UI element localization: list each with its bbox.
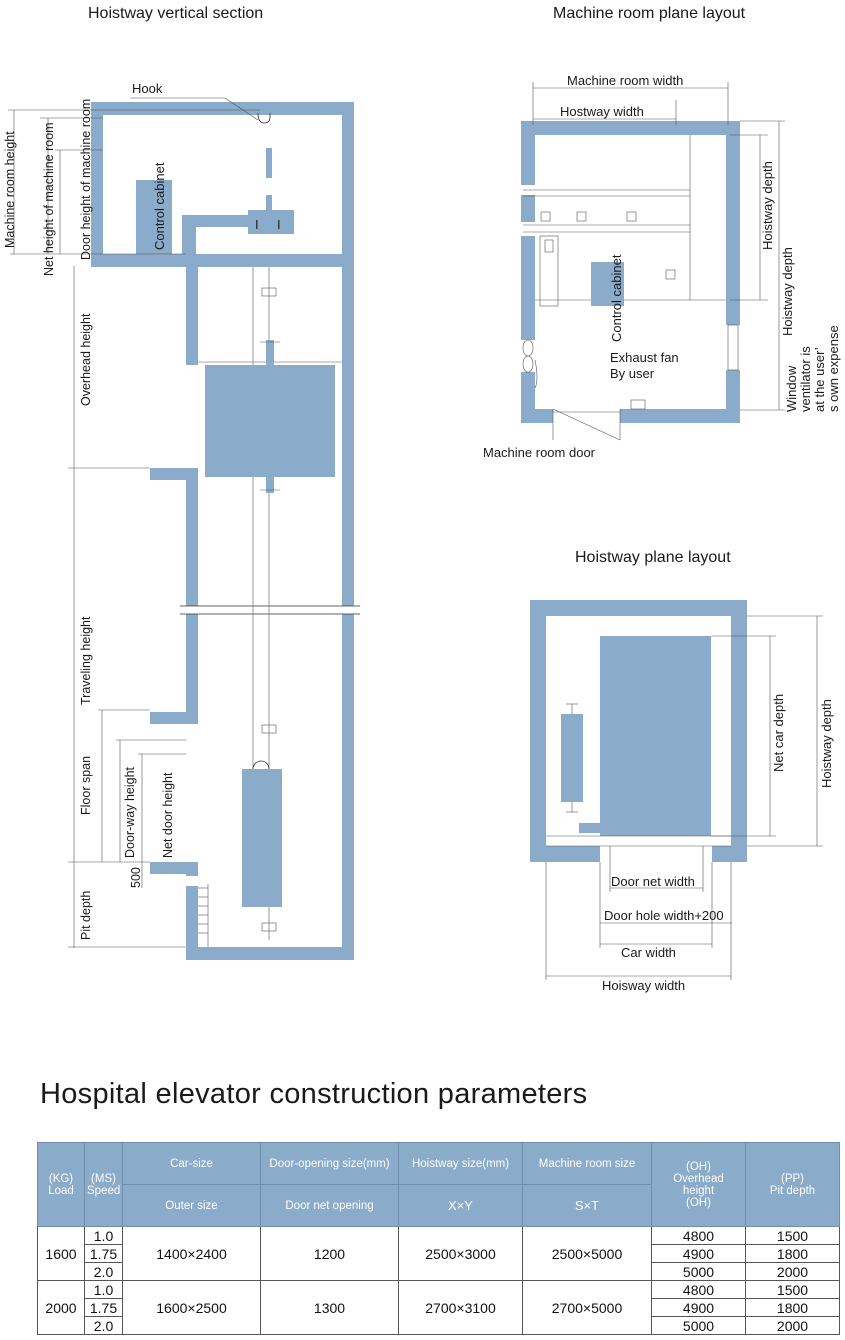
- header-load-text: (KG) Load: [48, 1172, 74, 1197]
- header-overhead-text: (OH) Overhead height (OH): [673, 1160, 724, 1209]
- cell-speed: 2.0: [84, 1316, 123, 1335]
- traction-machine: [248, 210, 294, 234]
- parameters-table: (KG) Load (MS) Speed Car-size Door-openi…: [37, 1142, 840, 1335]
- header-machine-room-sub: S×T: [522, 1184, 652, 1227]
- cell-pit: 1800: [745, 1244, 840, 1263]
- cell-overhead: 5000: [651, 1316, 746, 1335]
- header-car-size-sub: Outer size: [122, 1184, 261, 1227]
- traveling-height-label: Traveling height: [79, 616, 93, 705]
- header-hoistway-size: Hoistway size(mm): [398, 1142, 523, 1185]
- cell-overhead: 5000: [651, 1262, 746, 1281]
- car: [205, 365, 335, 477]
- table-row: 1.75 4900 1800: [38, 1298, 840, 1317]
- door-net-width-label: Door net width: [611, 874, 695, 889]
- door-way-height-label: Door-way height: [123, 766, 137, 858]
- header-speed: (MS) Speed: [84, 1142, 123, 1227]
- hoistway-plane-title: Hoistway plane layout: [575, 549, 731, 566]
- window-note-2: ventilator is: [798, 346, 813, 412]
- cell-pit: 1800: [745, 1298, 840, 1317]
- cell-speed: 1.0: [84, 1226, 123, 1245]
- hp-counterweight: [561, 714, 583, 802]
- door-height-machine-room-label: Door height of machine room: [79, 99, 93, 260]
- exhaust-fan-label: Exhaust fan: [610, 350, 679, 365]
- hoistway-vertical-section: Hoistway vertical section Control cabine…: [3, 5, 360, 960]
- header-machine-room: Machine room size: [522, 1142, 652, 1185]
- cell-hoistway: 2700×3100: [398, 1280, 523, 1335]
- cell-overhead: 4900: [651, 1298, 746, 1317]
- table-row: 1.75 4900 1800: [38, 1244, 840, 1263]
- cell-pit: 2000: [745, 1262, 840, 1281]
- technical-drawings: .wall { fill:#8aabc9; } .ln { stroke:#33…: [3, 5, 841, 993]
- cell-overhead: 4800: [651, 1226, 746, 1245]
- pit-depth-label: Pit depth: [79, 891, 93, 940]
- machine-room-height-label: Machine room height: [3, 131, 17, 248]
- cell-machine-room: 2500×5000: [522, 1226, 652, 1281]
- hoistway-plane-layout: Hoistway plane layout: [530, 549, 834, 993]
- control-cabinet-label: Control cabinet: [152, 162, 167, 250]
- header-hoistway-size-sub: X×Y: [398, 1184, 523, 1227]
- machine-room-plane-title: Machine room plane layout: [553, 5, 746, 22]
- cell-load: 2000: [37, 1280, 85, 1335]
- header-door-opening-sub: Door net opening: [260, 1184, 399, 1227]
- window-note-1: Window: [784, 365, 799, 412]
- header-pit-text: (PP) Pit depth: [769, 1172, 816, 1197]
- hp-car: [600, 636, 711, 836]
- cell-machine-room: 2700×5000: [522, 1280, 652, 1335]
- hp-hoistway-depth-label: Hoistway depth: [819, 699, 834, 788]
- cell-door-opening: 1300: [260, 1280, 399, 1335]
- net-height-machine-room-label: Net height of machine room: [42, 122, 56, 276]
- net-car-depth-label: Net car depth: [771, 694, 786, 772]
- parameters-title: Hospital elevator construction parameter…: [40, 1078, 588, 1110]
- header-overhead: (OH) Overhead height (OH): [651, 1142, 746, 1227]
- window-note-3: at the user’: [812, 347, 827, 412]
- machine-room-width-label: Machine room width: [567, 73, 683, 88]
- table-row: 1600 1.0 1400×2400 1200 2500×3000 2500×5…: [37, 1226, 840, 1281]
- hoisway-width-label: Hoisway width: [602, 978, 685, 993]
- hoistway-depth-label-1: Hoistway depth: [760, 161, 775, 250]
- cell-speed: 2.0: [84, 1262, 123, 1281]
- header-door-opening: Door-opening size(mm): [260, 1142, 399, 1185]
- cell-hoistway: 2500×3000: [398, 1226, 523, 1281]
- cell-pit: 1500: [745, 1280, 840, 1299]
- cell-speed: 1.75: [84, 1298, 123, 1317]
- cell-pit: 1500: [745, 1226, 840, 1245]
- hostway-width-label: Hostway width: [560, 104, 644, 119]
- cell-overhead: 4900: [651, 1244, 746, 1263]
- by-user-label: By user: [610, 366, 655, 381]
- cell-load: 1600: [37, 1226, 85, 1281]
- overhead-height-label: Overhead height: [79, 313, 93, 406]
- table-row: 2.0 5000 2000: [38, 1262, 840, 1281]
- table-row: 2.0 5000 2000: [38, 1316, 840, 1335]
- hook-label: Hook: [132, 81, 163, 96]
- control-cabinet-box: [136, 180, 172, 254]
- counterweight: [242, 769, 282, 907]
- cell-speed: 1.0: [84, 1280, 123, 1299]
- mr-control-cabinet: [591, 262, 624, 306]
- cell-overhead: 4800: [651, 1280, 746, 1299]
- dim-500-label: 500: [129, 867, 143, 888]
- window-note-4: s own expense: [826, 325, 841, 412]
- cell-pit: 2000: [745, 1316, 840, 1335]
- header-speed-text: (MS) Speed: [87, 1172, 121, 1197]
- machine-room-plane-layout: Machine room plane layout: [483, 5, 841, 460]
- machine-room-door-label: Machine room door: [483, 445, 596, 460]
- svg-text:I: I: [277, 217, 281, 232]
- door-hole-width-label: Door hole width+200: [604, 908, 724, 923]
- cell-car-size: 1400×2400: [122, 1226, 261, 1281]
- car-width-label: Car width: [621, 945, 676, 960]
- hoistway-depth-label-2: Hoistway depth: [780, 247, 795, 336]
- net-door-height-label: Net door height: [161, 772, 175, 858]
- svg-text:I: I: [255, 217, 259, 232]
- header-car-size: Car-size: [122, 1142, 261, 1185]
- header-load: (KG) Load: [37, 1142, 85, 1227]
- cell-door-opening: 1200: [260, 1226, 399, 1281]
- table-row: 2000 1.0 1600×2500 1300 2700×3100 2700×5…: [37, 1280, 840, 1335]
- mr-control-cabinet-label: Control cabinet: [609, 254, 624, 342]
- cell-car-size: 1600×2500: [122, 1280, 261, 1335]
- header-pit: (PP) Pit depth: [745, 1142, 840, 1227]
- vertical-section-title: Hoistway vertical section: [88, 5, 263, 22]
- floor-span-label: Floor span: [79, 756, 93, 815]
- cell-speed: 1.75: [84, 1244, 123, 1263]
